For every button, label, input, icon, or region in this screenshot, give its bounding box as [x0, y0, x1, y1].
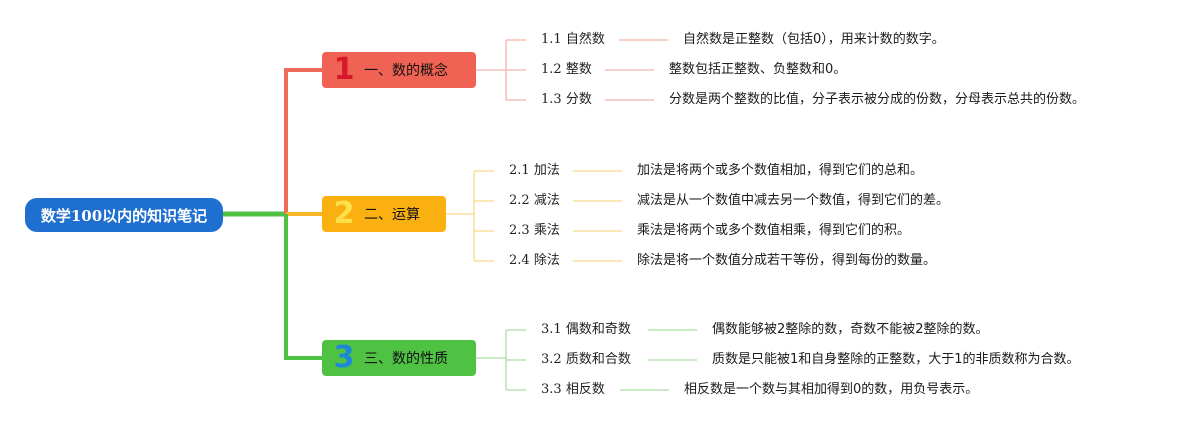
branch-label-2: 二、运算	[364, 207, 420, 223]
leaf-title: 加法	[533, 163, 560, 178]
leaf-description: 加法是将两个或多个数值相加，得到它们的总和。	[637, 163, 924, 178]
root-node[interactable]: 数学100以内的知识笔记	[25, 198, 223, 232]
branch-number-3: 3	[333, 340, 355, 375]
leaf-title: 自然数	[565, 32, 605, 47]
leaf-node[interactable]: 2.4 除法	[509, 253, 560, 269]
leaf-description: 减法是从一个数值中减去另一个数值，得到它们的差。	[637, 193, 950, 208]
leaf-description: 除法是将一个数值分成若干等份，得到每份的数量。	[637, 253, 937, 268]
branch-number-2: 2	[333, 196, 355, 231]
leaf-description: 自然数是正整数（包括0），用来计数的数字。	[683, 32, 945, 47]
leaf-number: 3.2	[541, 352, 562, 367]
leaf-number: 1.3	[541, 92, 562, 107]
leaf-title: 偶数和奇数	[565, 322, 631, 337]
branch-node-1[interactable]: 1 一、数的概念	[322, 52, 476, 88]
branch-label-3: 三、数的性质	[364, 351, 448, 367]
leaf-node[interactable]: 2.2 减法	[509, 193, 560, 209]
leaf-number: 1.2	[541, 62, 562, 77]
leaf-title: 分数	[565, 92, 592, 107]
leaf-node[interactable]: 3.3 相反数	[541, 382, 605, 398]
branch-1-leaf-connectors	[476, 39, 668, 101]
leaf-title: 乘法	[533, 223, 560, 238]
branch-1-connector	[284, 68, 322, 214]
branch-label-1: 一、数的概念	[364, 63, 448, 79]
leaf-title: 质数和合数	[565, 352, 631, 367]
leaf-description: 质数是只能被1和自身整除的正整数，大于1的非质数称为合数。	[712, 352, 1080, 367]
root-title: 数学100以内的知识笔记	[40, 206, 208, 225]
leaf-number: 3.3	[541, 382, 562, 397]
leaf-number: 2.4	[509, 253, 530, 268]
leaf-node[interactable]: 1.2 整数	[541, 62, 592, 78]
leaf-title: 整数	[565, 62, 592, 77]
branch-3-leaf-connectors	[476, 329, 697, 391]
leaf-number: 2.2	[509, 193, 530, 208]
leaf-title: 相反数	[565, 382, 605, 397]
leaf-description: 乘法是将两个或多个数值相乘，得到它们的积。	[637, 223, 911, 238]
leaf-number: 2.3	[509, 223, 530, 238]
leaf-node[interactable]: 3.2 质数和合数	[541, 352, 631, 368]
leaf-node[interactable]: 2.1 加法	[509, 163, 560, 179]
leaf-node[interactable]: 1.3 分数	[541, 92, 592, 108]
branch-node-2[interactable]: 2 二、运算	[322, 196, 446, 232]
leaf-description: 偶数能够被2整除的数，奇数不能被2整除的数。	[712, 322, 989, 337]
leaf-node[interactable]: 3.1 偶数和奇数	[541, 322, 631, 338]
branch-node-3[interactable]: 3 三、数的性质	[322, 340, 476, 376]
leaf-description: 相反数是一个数与其相加得到0的数，用负号表示。	[684, 382, 979, 397]
branch-2-leaf-connectors	[446, 170, 622, 262]
leaf-number: 2.1	[509, 163, 530, 178]
leaf-title: 除法	[533, 253, 560, 268]
leaf-node[interactable]: 2.3 乘法	[509, 223, 560, 239]
leaf-number: 1.1	[541, 32, 562, 47]
leaf-description: 分数是两个整数的比值，分子表示被分成的份数，分母表示总共的份数。	[669, 92, 1086, 107]
leaf-description: 整数包括正整数、负整数和0。	[669, 62, 847, 77]
leaf-node[interactable]: 1.1 自然数	[541, 32, 605, 48]
leaf-number: 3.1	[541, 322, 562, 337]
branch-3-connector	[284, 214, 322, 360]
branch-number-1: 1	[333, 52, 355, 87]
leaf-title: 减法	[533, 193, 560, 208]
